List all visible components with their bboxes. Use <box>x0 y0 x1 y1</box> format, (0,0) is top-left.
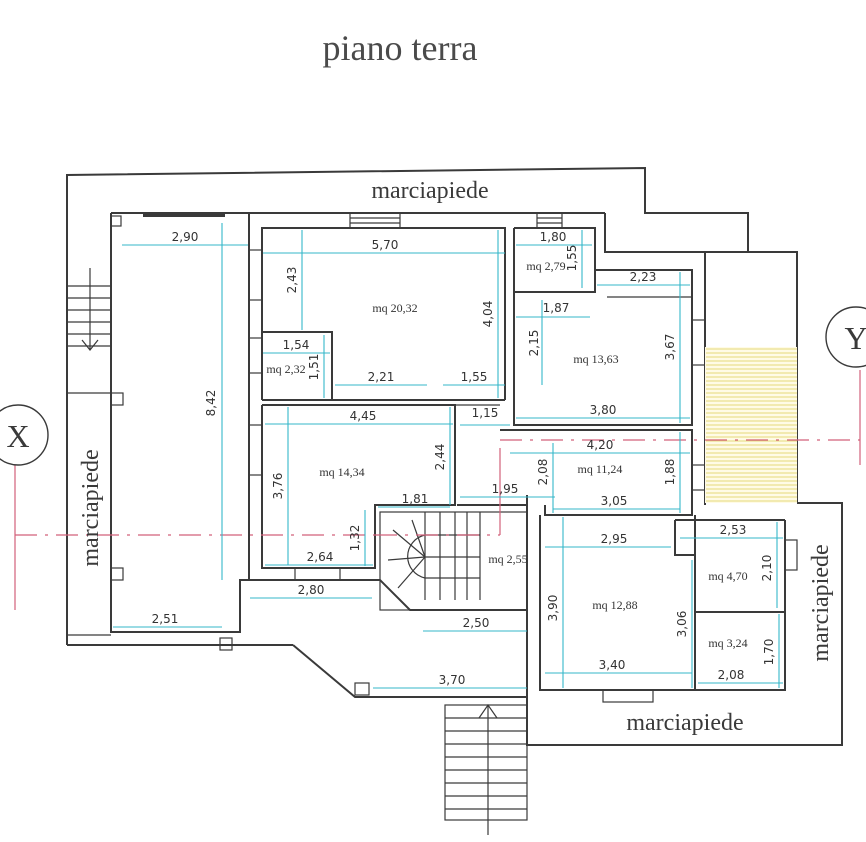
dim-label: 2,44 <box>433 444 447 471</box>
sidewalk-label-bottom: marciapiede <box>626 710 743 736</box>
dim-label: 1,32 <box>348 525 362 552</box>
dim-label: 2,10 <box>760 555 774 582</box>
dim-label: 1,87 <box>543 301 570 315</box>
room-area-label: mq 20,32 <box>372 301 417 315</box>
room-area-label: mq 2,32 <box>266 362 305 376</box>
svg-text:X: X <box>6 418 29 454</box>
room-area-label: mq 4,70 <box>708 569 747 583</box>
dim-label: 2,50 <box>463 616 490 630</box>
room-area-label: mq 3,24 <box>708 636 747 650</box>
dim-label: 1,55 <box>461 370 488 384</box>
dim-label: 5,70 <box>372 238 399 252</box>
windows <box>248 212 798 703</box>
dim-label: 2,43 <box>285 267 299 294</box>
internal-stair <box>379 511 528 611</box>
plan-title: piano terra <box>323 28 478 68</box>
dim-label: 3,05 <box>601 494 628 508</box>
dim-label: 2,08 <box>718 668 745 682</box>
room-area-label: mq 14,34 <box>319 465 364 479</box>
arrow-down-icon <box>81 339 99 351</box>
section-marker-y: Y <box>825 306 866 368</box>
dim-label: 2,90 <box>172 230 199 244</box>
dim-label: 3,90 <box>546 595 560 622</box>
dim-label: 1,54 <box>283 338 310 352</box>
dim-label: 4,20 <box>587 438 614 452</box>
dim-label: 8,42 <box>204 390 218 417</box>
dim-label: 2,15 <box>527 330 541 357</box>
dim-label: 3,76 <box>271 473 285 500</box>
pillars <box>110 215 370 696</box>
dim-label: 2,95 <box>601 532 628 546</box>
dim-label: 2,08 <box>536 459 550 486</box>
dim-label: 3,70 <box>439 673 466 687</box>
dim-label: 2,23 <box>630 270 657 284</box>
dim-label: 2,80 <box>298 583 325 597</box>
dim-label: 3,80 <box>590 403 617 417</box>
section-line <box>14 370 861 610</box>
dim-label: 2,53 <box>720 523 747 537</box>
dim-label: 1,81 <box>402 492 429 506</box>
sidewalk-label-left: marciapiede <box>78 449 104 566</box>
dim-label: 1,51 <box>307 354 321 381</box>
dim-label: 1,15 <box>472 406 499 420</box>
room-area-label: mq 12,88 <box>592 598 637 612</box>
dim-label: 2,51 <box>152 612 179 626</box>
sidewalk-label-right: marciapiede <box>808 544 834 661</box>
dim-label: 3,67 <box>663 334 677 361</box>
dim-label: 1,70 <box>762 639 776 666</box>
left-sidewalk-strip <box>67 392 111 636</box>
room-area-label: mq 2,79 <box>526 259 565 273</box>
dim-label: 1,80 <box>540 230 567 244</box>
section-marker-x: X <box>0 404 49 466</box>
dim-label: 3,40 <box>599 658 626 672</box>
dim-label: 1,95 <box>492 482 519 496</box>
dim-label: 2,21 <box>368 370 395 384</box>
svg-text:Y: Y <box>844 320 866 356</box>
dim-label: 1,55 <box>565 245 579 272</box>
dimension-labels: 2,90 8,42 2,51 5,70 2,43 4,04 1,54 1,51 … <box>152 230 776 687</box>
dim-label: 4,45 <box>350 409 377 423</box>
room-area-label: mq 2,55 <box>488 552 527 566</box>
hatched-terrace <box>705 347 797 503</box>
sidewalk-label-top: marciapiede <box>371 178 488 204</box>
entrance-stair <box>444 703 528 835</box>
dim-label: 2,64 <box>307 550 334 564</box>
arrow-up-icon <box>478 703 498 719</box>
interior-walls <box>248 213 785 690</box>
left-exterior-stair <box>67 268 111 351</box>
room-area-label: mq 11,24 <box>578 462 623 476</box>
room-area-labels: mq 20,32 mq 2,32 mq 2,79 mq 13,63 mq 14,… <box>266 259 747 650</box>
dim-label: 4,04 <box>481 301 495 328</box>
room-area-label: mq 13,63 <box>573 352 618 366</box>
dim-label: 3,06 <box>675 611 689 638</box>
dimension-lines <box>113 223 783 689</box>
dim-label: 1,88 <box>663 459 677 486</box>
